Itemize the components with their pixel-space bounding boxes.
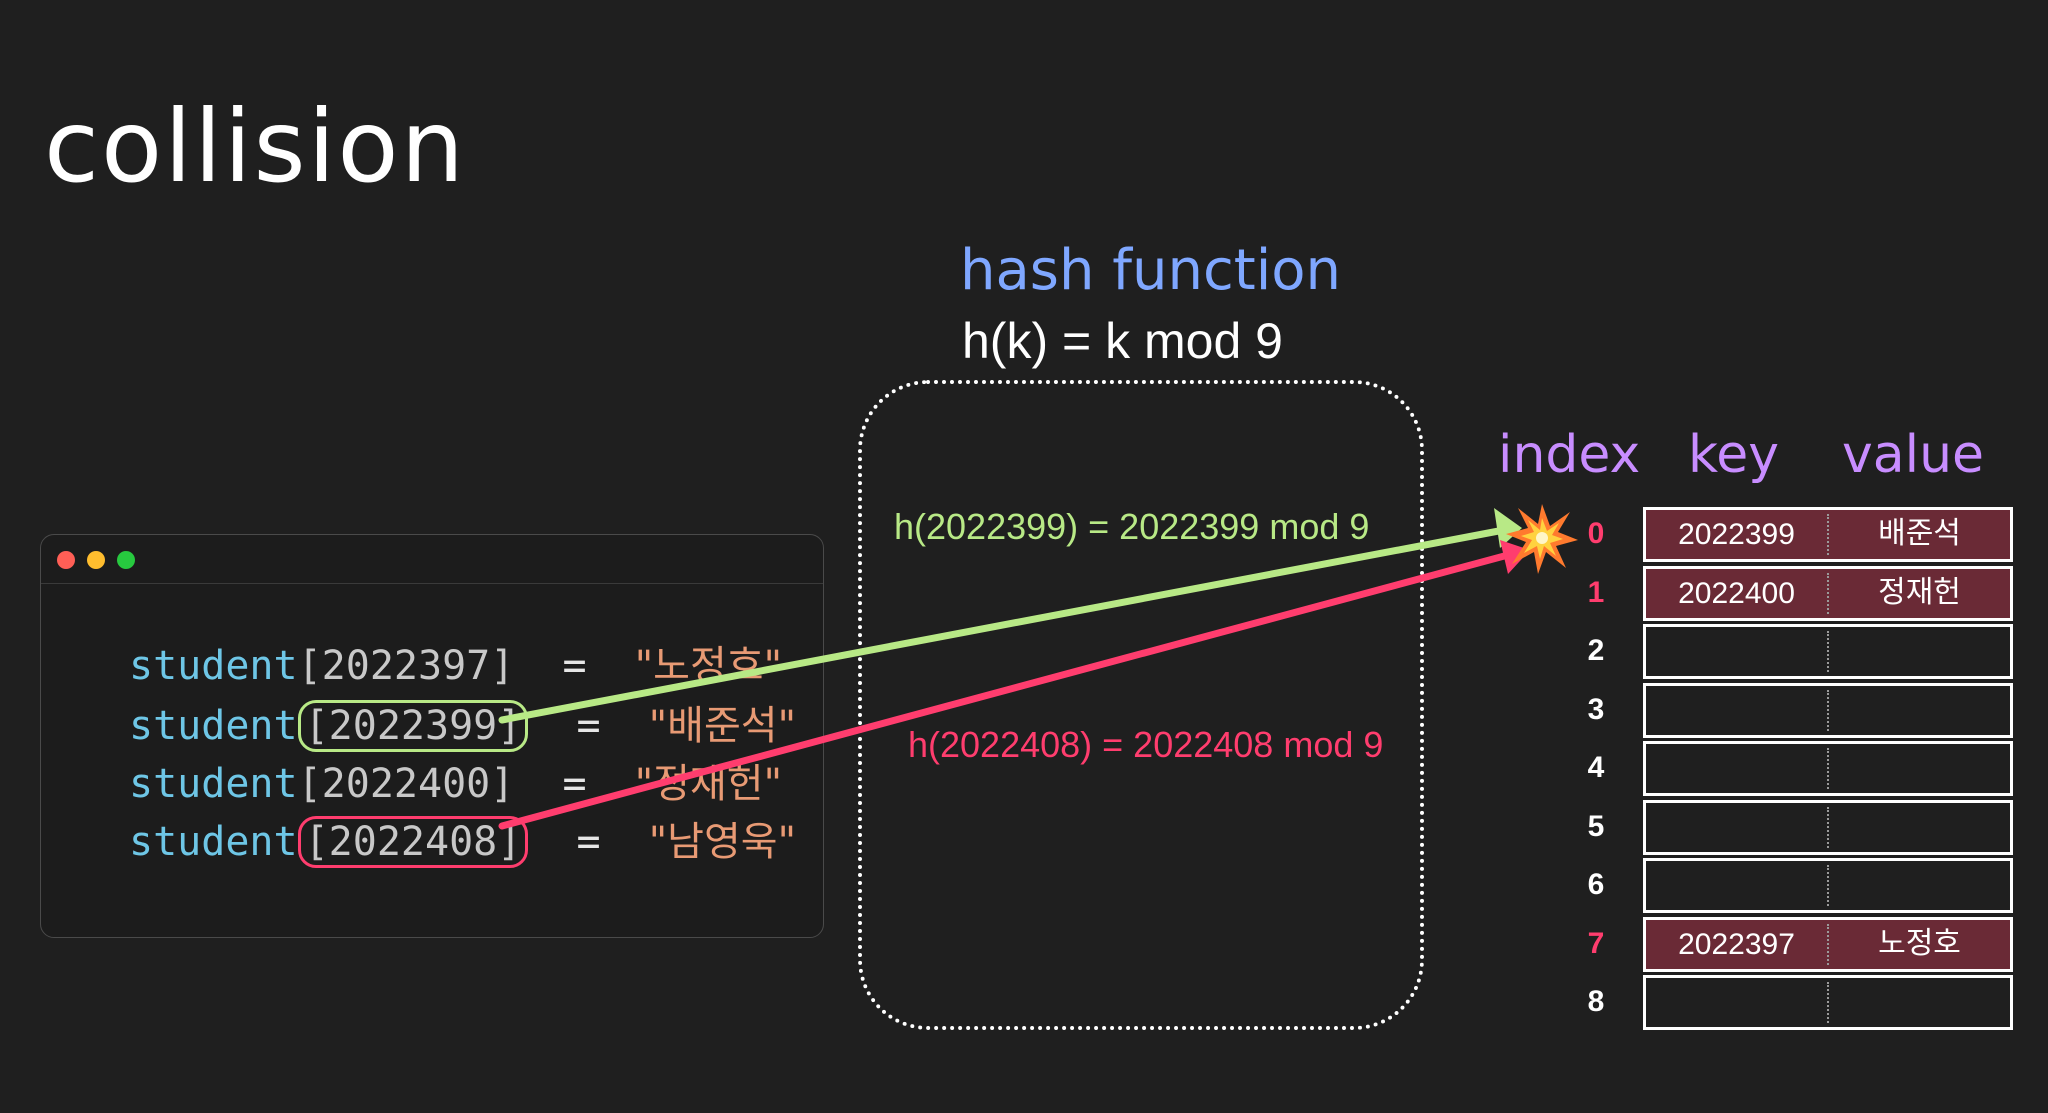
code-variable: student xyxy=(129,819,298,865)
calc-red-label: h(2022408) = 2022408 mod 9 xyxy=(908,724,1384,765)
code-value: "배준석" xyxy=(648,703,796,749)
code-variable: student xyxy=(129,643,298,689)
table-cell-divider xyxy=(1827,514,1829,555)
header-key: key xyxy=(1688,425,1780,485)
code-open-bracket: [ xyxy=(304,819,329,865)
table-index: 7 xyxy=(1587,927,1605,960)
code-equals: = xyxy=(562,761,587,807)
table-cell-value: 노정호 xyxy=(1878,926,1961,961)
code-window-titlebar xyxy=(41,535,823,584)
table-index: 0 xyxy=(1587,517,1605,550)
code-line: student[2022399] = "배준석" xyxy=(129,700,796,752)
table-index: 8 xyxy=(1587,985,1605,1018)
table-cell-key: 2022397 xyxy=(1678,928,1795,961)
table-cell-divider xyxy=(1827,924,1829,965)
slide-title: collision xyxy=(44,88,466,205)
table-index: 3 xyxy=(1587,693,1605,726)
code-value: "남영욱" xyxy=(648,819,796,865)
table-cell-divider xyxy=(1827,573,1829,614)
table-index: 6 xyxy=(1587,868,1605,901)
arrow-green-line xyxy=(498,526,1508,724)
table-row xyxy=(1643,741,2013,796)
maximize-window-dot[interactable] xyxy=(117,551,135,569)
table-row xyxy=(1643,975,2013,1030)
code-key: 2022400 xyxy=(321,761,491,807)
hash-function-title: hash function xyxy=(960,238,1342,303)
code-open-bracket: [ xyxy=(297,643,322,689)
table-index: 4 xyxy=(1587,751,1605,784)
code-equals: = xyxy=(576,703,601,749)
table-cell-divider xyxy=(1827,982,1829,1023)
code-key: 2022399 xyxy=(328,703,498,749)
code-key: 2022397 xyxy=(321,643,491,689)
table-cell-divider xyxy=(1827,748,1829,789)
collision-burst-icon xyxy=(1506,504,1578,574)
code-close-bracket: ] xyxy=(490,761,515,807)
code-key-group: [2022408] xyxy=(297,816,529,868)
code-key: 2022408 xyxy=(328,819,498,865)
arrow-red-line xyxy=(498,551,1512,830)
code-close-bracket: ] xyxy=(490,643,515,689)
table-cell-divider xyxy=(1827,807,1829,848)
table-cell-divider xyxy=(1827,690,1829,731)
code-line: student[2022400] = "정재헌" xyxy=(129,759,782,809)
code-equals: = xyxy=(562,643,587,689)
code-close-bracket: ] xyxy=(497,703,522,749)
table-cell-value: 정재헌 xyxy=(1878,575,1961,610)
table-row xyxy=(1643,683,2013,738)
table-index: 2 xyxy=(1587,634,1605,667)
code-variable: student xyxy=(129,703,298,749)
arrow-green-head xyxy=(1494,508,1522,548)
table-cell-key: 2022400 xyxy=(1678,577,1795,610)
code-window: student[2022397] = "노정호"student[2022399]… xyxy=(40,534,824,938)
table-index: 5 xyxy=(1587,810,1605,843)
hash-function-formula: h(k) = k mod 9 xyxy=(962,313,1283,369)
table-index: 1 xyxy=(1587,576,1605,609)
hash-function-box xyxy=(858,380,1424,1030)
table-row: 2022399 배준석 xyxy=(1643,507,2013,562)
code-open-bracket: [ xyxy=(297,761,322,807)
table-row: 2022400 정재헌 xyxy=(1643,566,2013,621)
code-key-group: [2022399] xyxy=(297,700,529,752)
table-cell-key: 2022399 xyxy=(1678,518,1795,551)
minimize-window-dot[interactable] xyxy=(87,551,105,569)
code-key-group: [2022397] xyxy=(298,643,515,689)
code-line: student[2022408] = "남영욱" xyxy=(129,816,796,868)
close-window-dot[interactable] xyxy=(57,551,75,569)
table-row xyxy=(1643,800,2013,855)
table-row xyxy=(1643,624,2013,679)
table-row xyxy=(1643,858,2013,913)
code-line: student[2022397] = "노정호" xyxy=(129,641,782,691)
code-open-bracket: [ xyxy=(304,703,329,749)
code-key-group: [2022400] xyxy=(298,761,515,807)
code-variable: student xyxy=(129,761,298,807)
code-equals: = xyxy=(576,819,601,865)
calc-green-label: h(2022399) = 2022399 mod 9 xyxy=(894,506,1370,547)
header-index: index xyxy=(1498,425,1641,485)
table-row: 2022397 노정호 xyxy=(1643,917,2013,972)
header-value: value xyxy=(1842,425,1985,485)
table-cell-divider xyxy=(1827,865,1829,906)
table-cell-value: 배준석 xyxy=(1878,516,1961,551)
table-cell-divider xyxy=(1827,631,1829,672)
